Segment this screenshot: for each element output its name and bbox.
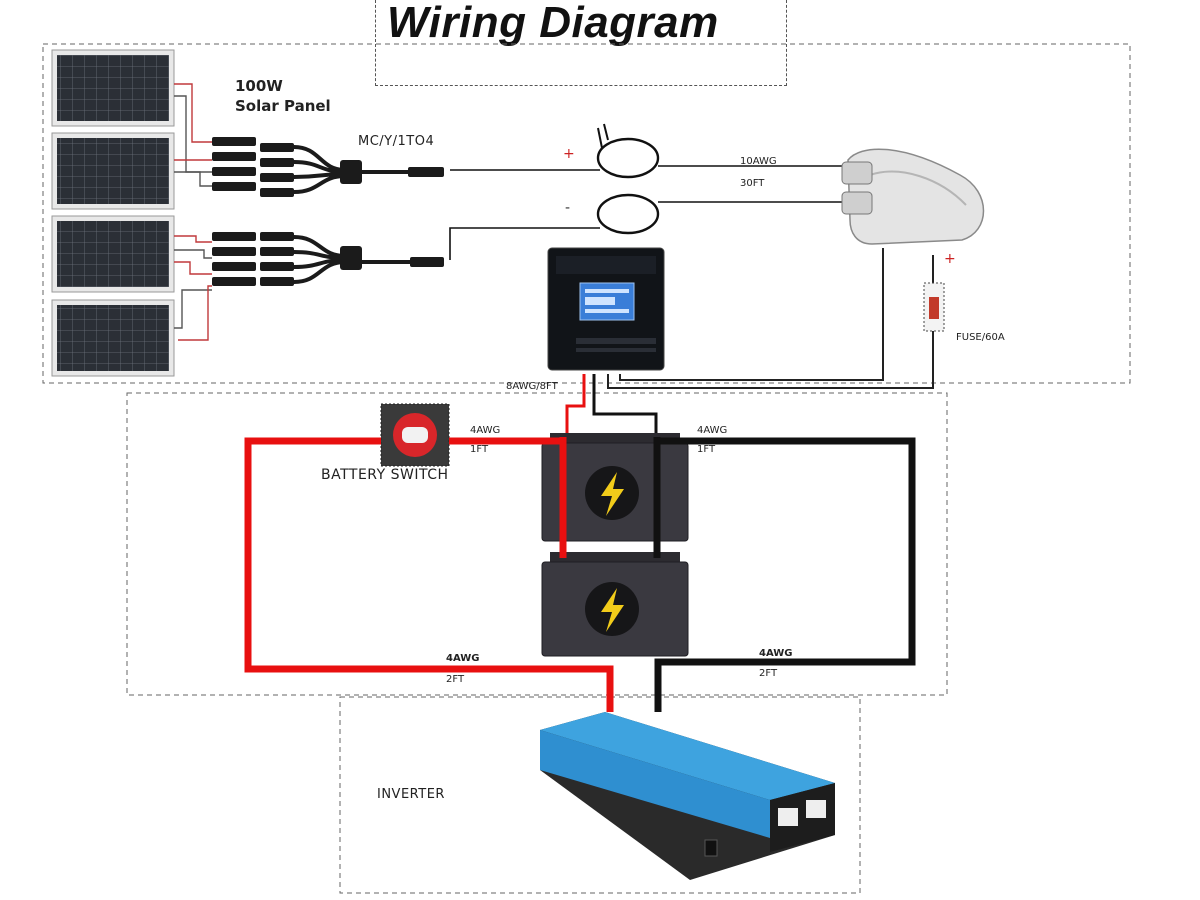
branch-connector-positive bbox=[293, 145, 444, 194]
solar-panel-array bbox=[51, 49, 175, 377]
main-cable-gauge-label: 10AWG bbox=[740, 156, 777, 167]
inverter-negative-cable-length-label: 2FT bbox=[759, 668, 778, 679]
battery-switch-label: BATTERY SWITCH bbox=[321, 467, 449, 483]
branch-connector-negative bbox=[293, 235, 444, 284]
inverter-unit bbox=[540, 712, 835, 880]
main-negative-wire bbox=[654, 437, 916, 712]
solar-panel-watt-label: 100W bbox=[235, 77, 283, 95]
controller-cable-label: 8AWG/8FT bbox=[506, 381, 558, 392]
solar-section-frame bbox=[42, 43, 1131, 384]
solar-panel bbox=[51, 215, 175, 293]
main-positive-wire bbox=[244, 437, 614, 712]
battery-top bbox=[541, 433, 689, 542]
main-cable-length-label: 30FT bbox=[740, 178, 765, 189]
solar-panel-label: Solar Panel bbox=[235, 97, 331, 115]
inverter-section-frame bbox=[339, 696, 861, 894]
diagram-title: Wiring Diagram bbox=[387, 0, 719, 47]
solar-panel bbox=[51, 299, 175, 377]
inverter-negative-cable-gauge-label: 4AWG bbox=[759, 648, 793, 659]
negative-symbol: - bbox=[565, 200, 571, 216]
switch-cable-length-label: 1FT bbox=[470, 444, 489, 455]
switch-cable-gauge-label: 4AWG bbox=[470, 425, 501, 436]
solar-panel bbox=[51, 49, 175, 127]
panel-lead-wires bbox=[174, 83, 212, 341]
fuse-label: FUSE/60A bbox=[956, 332, 1005, 343]
controller-to-battery-wires bbox=[565, 374, 658, 437]
inverter-positive-cable-length-label: 2FT bbox=[446, 674, 465, 685]
charge-controller bbox=[547, 247, 665, 371]
battery-section-frame bbox=[126, 392, 948, 696]
battery-negative-cable-gauge-label: 4AWG bbox=[697, 425, 728, 436]
inline-fuse bbox=[923, 282, 945, 332]
solar-panel bbox=[51, 132, 175, 210]
extension-cables bbox=[449, 123, 850, 260]
title-frame bbox=[375, 0, 787, 86]
fuse-positive-symbol: + bbox=[944, 251, 956, 267]
battery-interconnect bbox=[559, 437, 661, 558]
battery-switch bbox=[380, 403, 450, 467]
branch-connector-label: MC/Y/1TO4 bbox=[358, 134, 435, 149]
mc4-connectors bbox=[212, 137, 294, 286]
cable-entry-gland bbox=[841, 148, 985, 245]
battery-negative-cable-length-label: 1FT bbox=[697, 444, 716, 455]
positive-symbol: + bbox=[563, 146, 575, 162]
battery-bottom bbox=[541, 552, 689, 657]
inverter-label: INVERTER bbox=[377, 787, 445, 802]
inverter-positive-cable-gauge-label: 4AWG bbox=[446, 653, 480, 664]
